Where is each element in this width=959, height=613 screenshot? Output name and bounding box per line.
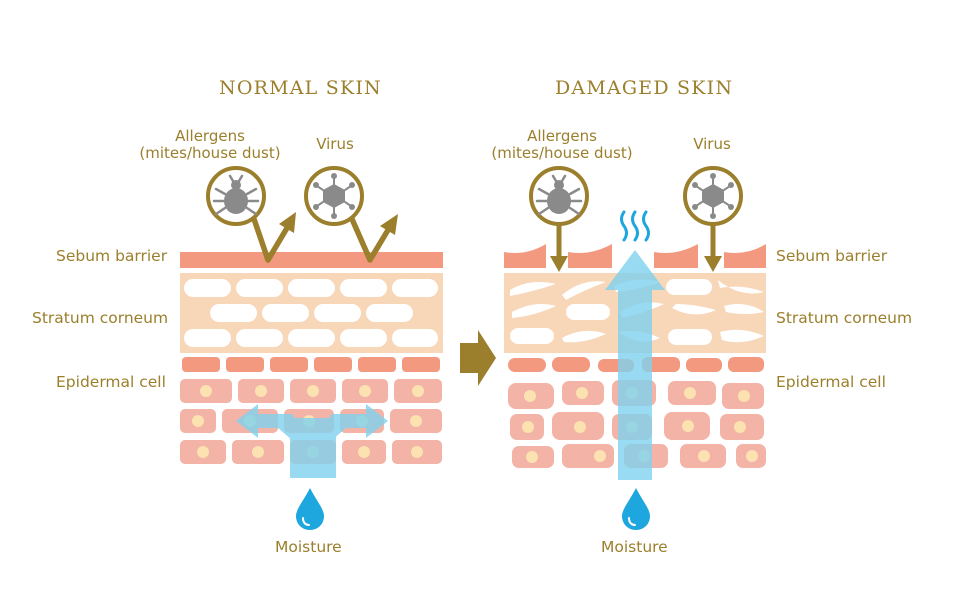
title-damaged-skin: DAMAGED SKIN xyxy=(555,77,734,99)
label-moisture-damaged: Moisture xyxy=(601,538,668,556)
label-stratum-corneum-right: Stratum corneum xyxy=(776,309,913,327)
water-drop-icon xyxy=(622,488,650,530)
sebum-barrier-damaged xyxy=(504,244,766,268)
damaged-skin xyxy=(504,166,766,530)
penetrate-arrow-virus xyxy=(704,224,722,272)
mite-icon xyxy=(206,166,266,226)
steam-icon xyxy=(620,210,650,242)
mite-icon xyxy=(529,166,589,226)
label-epidermal-cell-right: Epidermal cell xyxy=(776,373,886,391)
moisture-retained-arrows xyxy=(236,404,388,478)
label-virus-damaged: Virus xyxy=(693,135,731,153)
moisture-escape-arrow xyxy=(605,250,665,480)
label-epidermal-cell-left: Epidermal cell xyxy=(56,373,166,391)
stratum-corneum-normal xyxy=(180,273,443,353)
water-drop-icon xyxy=(296,488,324,530)
granular-cells-damaged xyxy=(508,357,764,372)
normal-skin xyxy=(180,166,443,530)
virus-icon xyxy=(304,166,364,226)
label-allergens-damaged: Allergens (mites/house dust) xyxy=(491,127,633,162)
label-allergens-normal: Allergens (mites/house dust) xyxy=(139,127,281,162)
arrow-right-icon xyxy=(460,330,496,386)
bounce-arrow-virus xyxy=(349,214,398,263)
label-sebum-barrier-left: Sebum barrier xyxy=(56,247,168,265)
label-moisture-normal: Moisture xyxy=(275,538,342,556)
penetrate-arrow-allergen xyxy=(550,224,568,272)
virus-icon xyxy=(683,166,743,226)
label-stratum-corneum-left: Stratum corneum xyxy=(32,309,169,327)
label-virus-normal: Virus xyxy=(316,135,354,153)
sebum-barrier-normal xyxy=(180,252,443,268)
label-sebum-barrier-right: Sebum barrier xyxy=(776,247,888,265)
bounce-arrow-allergen xyxy=(251,212,296,263)
granular-cells-normal xyxy=(182,357,440,372)
title-normal-skin: NORMAL SKIN xyxy=(219,77,382,99)
